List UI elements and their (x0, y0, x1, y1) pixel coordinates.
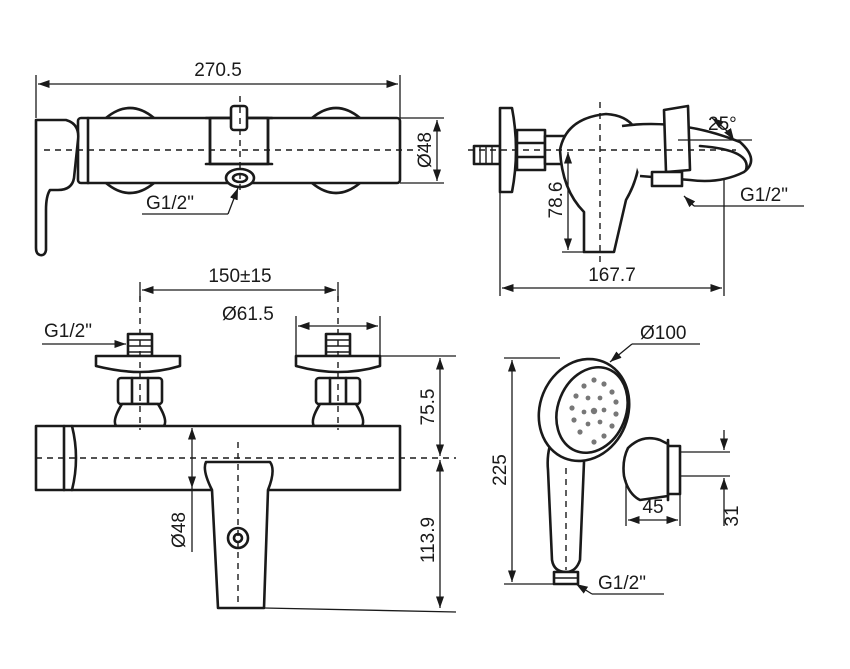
side-view-lever-tip (698, 144, 748, 172)
top-view-diverter-knob (229, 104, 249, 132)
spray-hole (571, 417, 577, 423)
dim-center-distance: 150±15 (208, 266, 271, 287)
spray-hole (585, 395, 591, 401)
spray-hole (609, 423, 615, 429)
front-view-diverter-button (226, 526, 250, 550)
dim-front-body-diameter: Ø48 (169, 512, 190, 548)
spray-hole (590, 407, 598, 415)
holder-body (622, 436, 670, 502)
spray-hole (581, 409, 587, 415)
label-side-angle: 25° (708, 114, 737, 135)
dim-lower-height: 113.9 (418, 517, 439, 563)
spray-holes (569, 377, 619, 445)
top-view-rear-knob-right-bottom (310, 181, 362, 195)
spray-hole (591, 439, 597, 445)
leader-arrow (609, 343, 633, 363)
spray-hole (569, 405, 575, 411)
spray-hole (613, 411, 619, 417)
side-view-bottom-port (650, 170, 684, 188)
spray-hole (601, 381, 607, 387)
holder-wall-plate (666, 444, 682, 496)
spray-hole (613, 399, 619, 405)
side-view-lever-block (662, 104, 692, 174)
dim-flange-diameter: Ø61.5 (222, 304, 274, 325)
leader-arrow (575, 583, 593, 595)
side-view-nut (515, 128, 547, 172)
label-head-diameter: Ø100 (640, 323, 686, 344)
top-view-handle (34, 118, 80, 257)
spray-hole (609, 389, 615, 395)
dim-shower-length: 225 (490, 454, 511, 486)
top-view-rear-knob-right (310, 106, 362, 120)
spray-hole (597, 395, 603, 401)
label-side-thread: G1/2" (740, 185, 788, 206)
spray-hole (585, 421, 591, 427)
top-view: 270.5 Ø48 G1/2" (34, 60, 444, 257)
label-front-inlet-thread: G1/2" (44, 321, 92, 342)
leader-arrow (683, 195, 696, 208)
angle-arc (711, 117, 735, 141)
shower-holder: 45 31 (622, 430, 743, 527)
dim-holder-depth: 45 (642, 497, 663, 518)
spray-hole (573, 393, 579, 399)
side-view-wall-thread (472, 144, 502, 166)
spray-hole (601, 407, 607, 413)
dim-ext-line (263, 607, 457, 613)
front-view-handle (34, 424, 78, 492)
leader-arrow (227, 187, 239, 215)
side-view: 25° G1/2" 78.6 167.7 (468, 102, 804, 296)
top-view-rear-knob-left-bottom (104, 181, 156, 195)
spray-hole (597, 419, 603, 425)
spray-hole (601, 433, 607, 439)
dim-side-height: 78.6 (546, 182, 567, 219)
spray-hole (581, 383, 587, 389)
dim-top-body-diameter: Ø48 (415, 132, 436, 168)
front-view-flange-left (94, 354, 182, 374)
front-view: 150±15 Ø61.5 G1/2" 75.5 113.9 Ø48 (34, 266, 457, 613)
spray-hole (577, 429, 583, 435)
dim-upper-height: 75.5 (418, 389, 439, 426)
hand-shower: Ø100 225 G1/2" (490, 323, 700, 595)
top-view-rear-knob-left (104, 106, 156, 120)
dim-overall-width: 270.5 (194, 60, 242, 81)
dim-side-depth: 167.7 (588, 265, 636, 286)
label-top-outlet-thread: G1/2" (146, 193, 194, 214)
hand-shower-face (555, 365, 629, 455)
spray-hole (591, 377, 597, 383)
dim-holder-height: 31 (722, 505, 743, 526)
label-shower-thread: G1/2" (598, 573, 646, 594)
